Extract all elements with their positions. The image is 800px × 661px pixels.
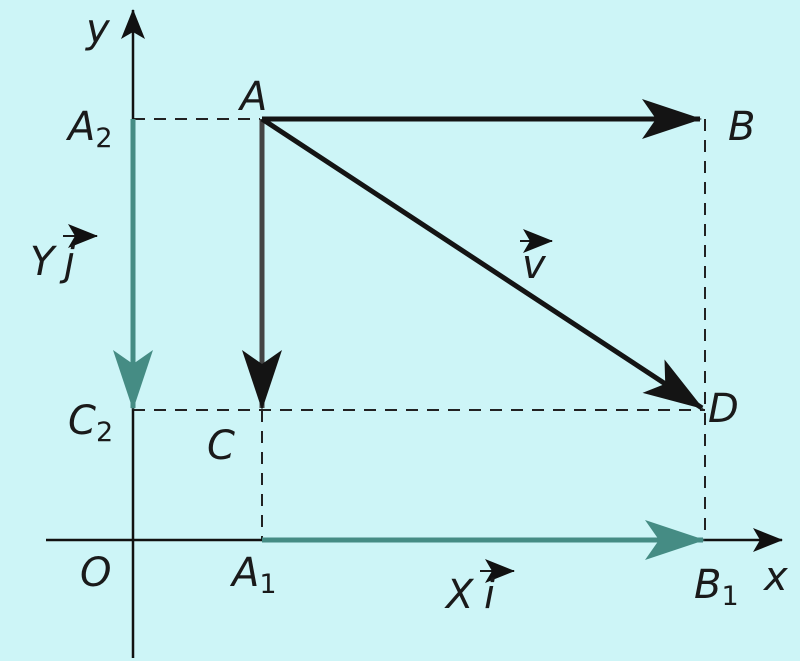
point-B-label: B (728, 104, 755, 150)
vector-v (260, 116, 704, 411)
point-B1-label: B1 (694, 562, 739, 612)
dashed-guides (133, 118, 706, 540)
label-v: v (520, 229, 553, 288)
label-v-text: v (522, 242, 547, 288)
y-axis-label: y (85, 6, 111, 52)
point-A-label: A (237, 74, 267, 120)
label-Xi-coef: X (444, 572, 475, 618)
label-Yj-coef: Y (30, 239, 58, 285)
label-Yj: Y j (30, 224, 98, 285)
point-D-label: D (708, 386, 739, 432)
point-C2-label: C2 (68, 398, 113, 448)
point-C-label: C (207, 423, 235, 469)
label-Xi-unit: i (484, 572, 495, 618)
point-A1-label: A1 (229, 550, 277, 600)
label-Yj-unit: j (59, 239, 76, 285)
point-A2-label: A2 (65, 104, 113, 154)
label-Xi: X i (444, 559, 515, 618)
x-axis-label: x (762, 554, 788, 600)
origin-label: O (80, 550, 111, 596)
